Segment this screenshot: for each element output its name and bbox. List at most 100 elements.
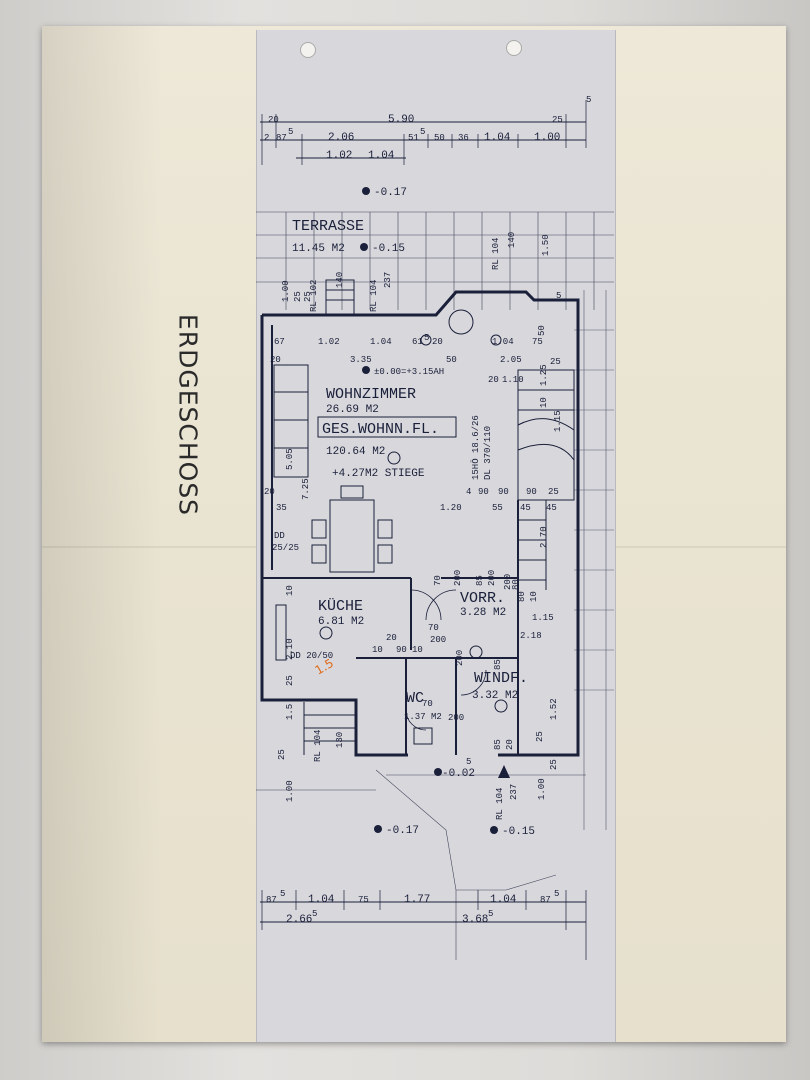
- rl-label: 237: [383, 272, 393, 288]
- dim-label: 200: [487, 570, 497, 586]
- dim-label: 67: [274, 337, 285, 347]
- dim-label: 1.04: [368, 150, 395, 162]
- dim-label: 5: [288, 127, 293, 137]
- dim-label: 45: [546, 503, 557, 513]
- floor-plan-strip: [256, 30, 616, 1042]
- level-label: -0.17: [374, 187, 407, 199]
- dim-label: 1.20: [440, 503, 462, 513]
- dim-overall: 5.90: [388, 114, 414, 126]
- dim-label: 200: [455, 650, 465, 666]
- dim-label: 1.25: [539, 364, 549, 386]
- dim-label: 1.15: [532, 613, 554, 623]
- rl-label: 130: [335, 732, 345, 748]
- dim-label: 2.05: [500, 355, 522, 365]
- dim-label: 5: [554, 889, 559, 899]
- punch-hole: [506, 40, 522, 56]
- dim-label: 2: [264, 133, 269, 143]
- dim-label: 90: [396, 645, 407, 655]
- room-name-wohnzimmer: WOHNZIMMER: [326, 386, 416, 403]
- dim-label: 25: [550, 357, 561, 367]
- dim-label: 85: [475, 575, 485, 586]
- dim-label: 1.00: [281, 280, 291, 302]
- dd-label: DD: [274, 531, 285, 541]
- dim-label: 5: [556, 291, 561, 301]
- punch-hole: [300, 42, 316, 58]
- dim-label: 5.05: [285, 448, 295, 470]
- dim-label: 1.00: [285, 780, 295, 802]
- landscape-bottom: [256, 769, 586, 960]
- dim-label: 1.04: [370, 337, 392, 347]
- dim-label: 2.10: [285, 638, 295, 660]
- rl-label: RL 104: [491, 238, 501, 270]
- dim-label: 35: [276, 503, 287, 513]
- dim-label: 50: [537, 325, 547, 336]
- stair-note: 15HÖ 18.6/26: [470, 415, 481, 480]
- dim-label: 1.04: [308, 894, 335, 906]
- level-markers: [360, 187, 510, 834]
- room-area-kuche: 6.81 M2: [318, 616, 364, 628]
- dim-label: 5: [424, 333, 429, 343]
- dd-label: DD 20/50: [290, 651, 333, 661]
- ges-label: GES.WOHNN.FL.: [322, 421, 439, 438]
- dim-label: 1.04: [484, 132, 511, 144]
- level-label: -0.17: [386, 825, 419, 837]
- dim-label: 2.18: [520, 631, 542, 641]
- terrace-stair: [325, 279, 355, 316]
- fireplace: [448, 309, 474, 335]
- dim-label: 85: [493, 659, 503, 670]
- door-swings: [405, 589, 487, 731]
- dim-label: 1.5: [285, 704, 295, 720]
- dim-label: 70: [433, 575, 443, 586]
- dim-label: 5: [312, 909, 317, 919]
- dim-label: 36: [458, 133, 469, 143]
- right-grid: [574, 290, 614, 830]
- level-label: -0.02: [442, 768, 475, 780]
- dim-label: 1.00: [537, 778, 547, 800]
- dim-label: 90: [498, 487, 509, 497]
- dim-label: 2.66: [286, 914, 312, 926]
- room-area-terrasse: 11.45 M2: [292, 243, 345, 255]
- dim-label: 20: [432, 337, 443, 347]
- dim-label: 200: [430, 635, 446, 645]
- dim-label: 25: [293, 291, 303, 302]
- dim-label: 1.02: [318, 337, 340, 347]
- dd-label: 25/25: [272, 543, 299, 553]
- dim-label: 1.15: [553, 410, 563, 432]
- inner-walls: [262, 325, 519, 755]
- dim-label: 25: [285, 675, 295, 686]
- dining-table: [311, 485, 393, 573]
- dim-label: 10: [285, 585, 295, 596]
- rl-label: 140: [507, 232, 517, 248]
- dim-label: 5: [466, 757, 471, 767]
- ges-area: 120.64 M2: [326, 446, 385, 458]
- room-area-wohnzimmer: 26.69 M2: [326, 404, 379, 416]
- stiege-note: +4.27M2 STIEGE: [332, 468, 425, 480]
- level-label: -0.15: [372, 243, 405, 255]
- sheet-title: ERDGESCHOSS: [173, 313, 203, 517]
- dim-label: 2.70: [539, 526, 549, 548]
- dim-label: 5: [488, 909, 493, 919]
- dim-label: 70: [422, 699, 433, 709]
- dim-label: 90: [526, 487, 537, 497]
- room-area-windf: 3.32 M2: [472, 690, 518, 702]
- dim-label: 1.04: [492, 337, 514, 347]
- dim-label: 87: [276, 133, 287, 143]
- dim-label: 7.25: [301, 478, 311, 500]
- dim-label: 3.68: [462, 914, 488, 926]
- room-name-kuche: KÜCHE: [318, 597, 363, 615]
- dim-label: 87: [540, 895, 551, 905]
- dim-label: 90: [478, 487, 489, 497]
- dim-label: 20: [264, 487, 275, 497]
- dim-label: 25: [303, 291, 313, 302]
- rl-label: RL 104: [313, 730, 323, 762]
- dim-label: 1.10: [502, 375, 524, 385]
- room-name-vorr: VORR.: [460, 590, 505, 607]
- dim-label: 1.02: [326, 150, 352, 162]
- rl-label: RL 102: [309, 280, 319, 312]
- room-name-wc: WC: [406, 690, 424, 707]
- wc-toilet: [413, 727, 433, 745]
- room-name-windf: WINDF.: [474, 670, 528, 687]
- dim-label: 10: [529, 591, 539, 602]
- paper-shade: [42, 26, 162, 1042]
- dim-label: 80: [517, 591, 527, 602]
